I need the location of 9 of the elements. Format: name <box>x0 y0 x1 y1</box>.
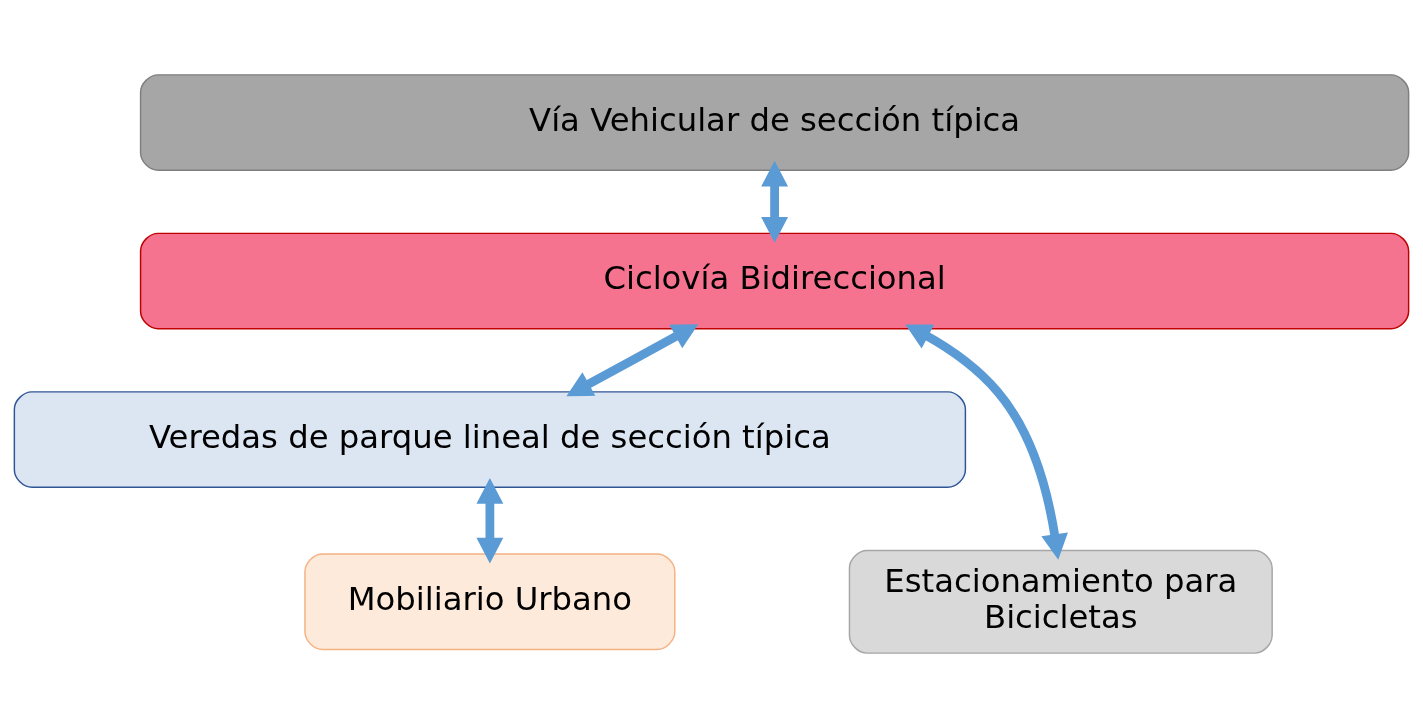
node-box: Vía Vehicular de sección típica <box>139 74 1410 171</box>
node-box: Estacionamiento para Bicicletas <box>848 549 1273 654</box>
node-box: Mobiliario Urbano <box>304 553 676 651</box>
node-box: Ciclovía Bidireccional <box>139 232 1410 330</box>
node-box: Veredas de parque lineal de sección típica <box>13 391 967 488</box>
arrow <box>476 478 504 564</box>
arrow <box>761 160 789 243</box>
arrow <box>566 324 699 397</box>
arrow <box>905 324 1068 560</box>
